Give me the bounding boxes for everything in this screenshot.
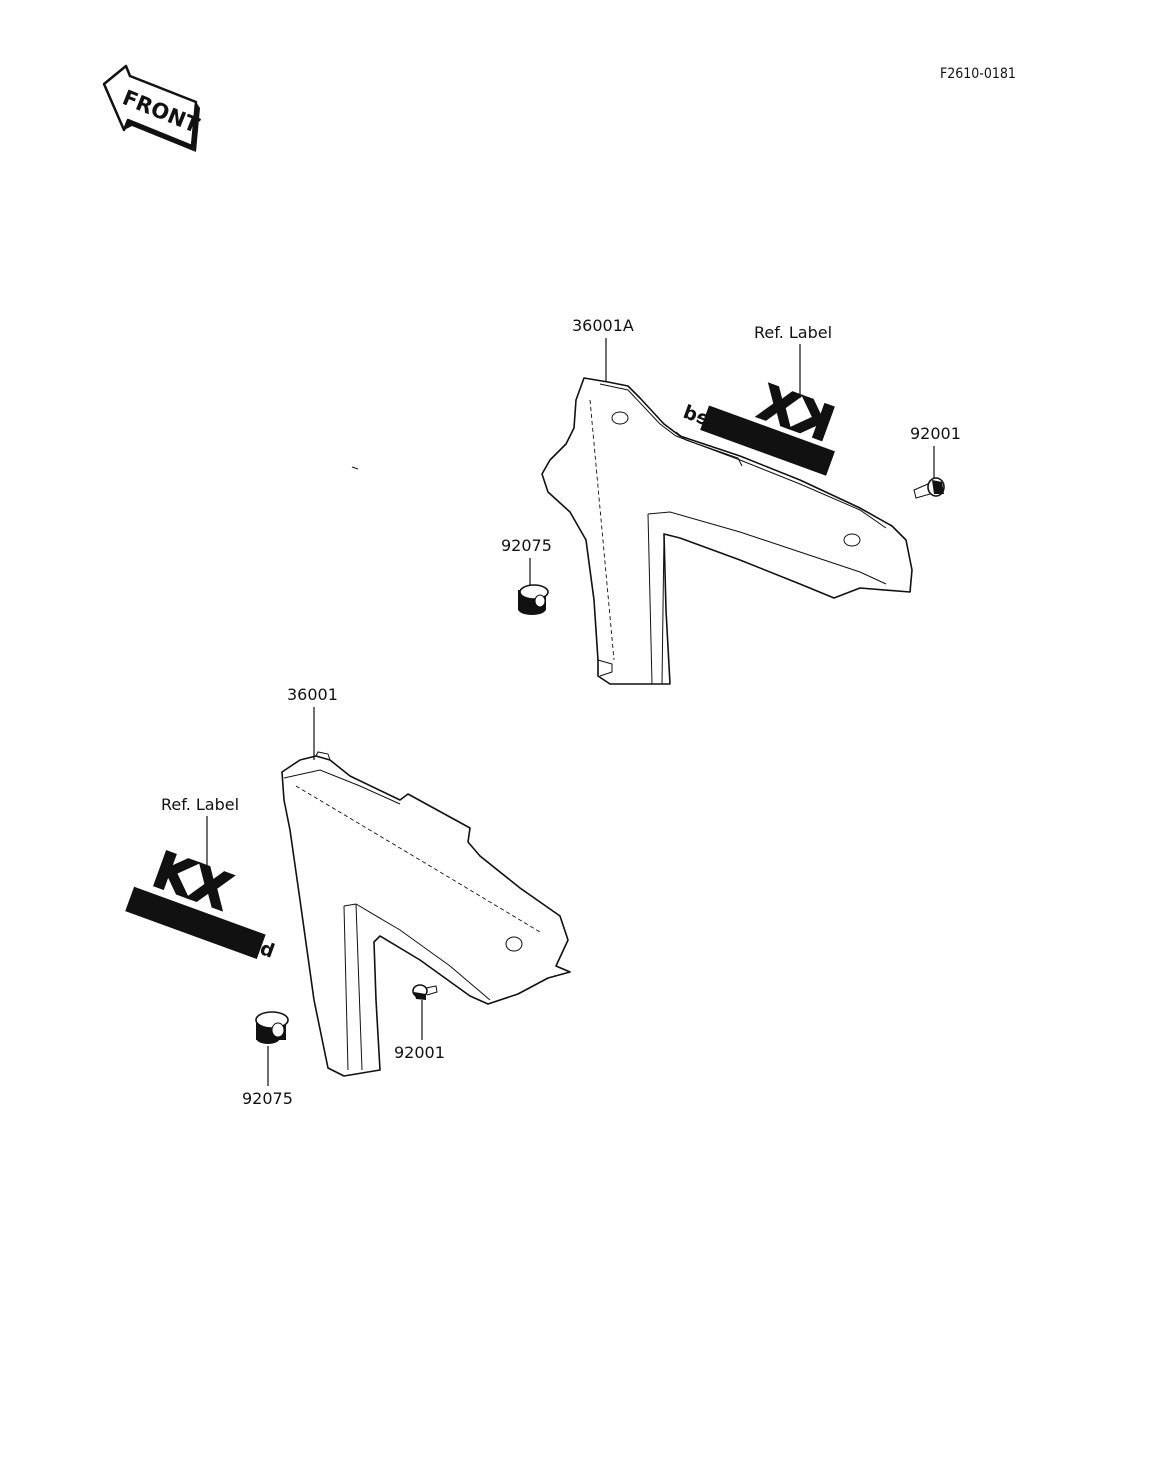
stray-mark <box>351 466 359 470</box>
side-cover-right <box>541 377 913 685</box>
drawing-code: F2610-0181 <box>940 66 1016 82</box>
callout-ref-label-left: Ref. Label <box>161 795 239 814</box>
bolt-left-icon <box>412 984 438 1000</box>
front-arrow-icon: FRONT <box>102 64 203 152</box>
bolt-right-icon <box>913 477 945 499</box>
damper-right-icon <box>518 584 549 615</box>
callout-ref-label-right: Ref. Label <box>754 323 832 342</box>
callout-92075-left: 92075 <box>242 1089 293 1108</box>
callout-36001: 36001 <box>287 685 338 704</box>
decal-left: KX Liquid Cooled <box>125 840 277 963</box>
callout-36001a: 36001A <box>572 316 634 335</box>
callout-92001-right: 92001 <box>910 424 961 443</box>
damper-left-icon <box>255 1011 289 1044</box>
callout-92075-right: 92075 <box>501 536 552 555</box>
side-cover-left <box>281 751 571 1077</box>
callout-92001-left: 92001 <box>394 1043 445 1062</box>
